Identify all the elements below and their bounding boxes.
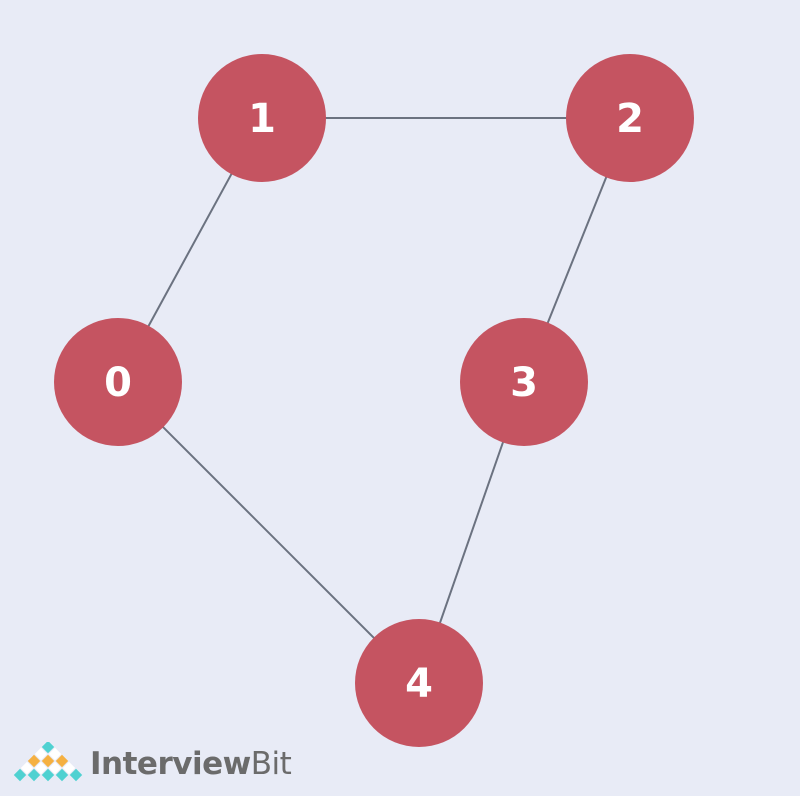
node-label: 3 bbox=[510, 360, 538, 406]
node-circle bbox=[566, 54, 694, 182]
logo-text-regular: Bit bbox=[250, 746, 292, 782]
logo-diamond bbox=[27, 754, 41, 768]
interviewbit-logo: InterviewBit bbox=[12, 742, 292, 786]
node-4: 4 bbox=[355, 619, 483, 747]
node-label: 0 bbox=[104, 360, 132, 406]
logo-diamond bbox=[27, 768, 41, 782]
interviewbit-pyramid-icon bbox=[13, 742, 83, 782]
edge-0-4 bbox=[117, 381, 420, 684]
logo-diamond bbox=[48, 747, 62, 761]
logo-diamond bbox=[41, 754, 55, 768]
node-0: 0 bbox=[54, 318, 182, 446]
node-circle bbox=[355, 619, 483, 747]
node-circle bbox=[54, 318, 182, 446]
logo-text-bold: Interview bbox=[90, 746, 251, 782]
logo-diamond bbox=[13, 768, 27, 782]
node-circle bbox=[460, 318, 588, 446]
logo-text: InterviewBit bbox=[90, 746, 292, 782]
logo-diamond bbox=[34, 747, 48, 761]
node-circle bbox=[198, 54, 326, 182]
node-1: 1 bbox=[198, 54, 326, 182]
logo-diamond bbox=[41, 768, 55, 782]
node-3: 3 bbox=[460, 318, 588, 446]
node-2: 2 bbox=[566, 54, 694, 182]
node-label: 2 bbox=[616, 96, 644, 142]
logo-diamond bbox=[34, 761, 48, 775]
logo-diamond bbox=[62, 761, 76, 775]
logo-diamond bbox=[55, 768, 69, 782]
logo-diamond bbox=[55, 754, 69, 768]
node-label: 4 bbox=[405, 661, 433, 707]
logo-diamond bbox=[41, 742, 55, 754]
node-label: 1 bbox=[248, 96, 276, 142]
logo-diamond bbox=[48, 761, 62, 775]
logo-diamond bbox=[20, 761, 34, 775]
graph-nodes: 0 1 2 3 4 bbox=[54, 54, 694, 747]
logo-diamond bbox=[69, 768, 83, 782]
